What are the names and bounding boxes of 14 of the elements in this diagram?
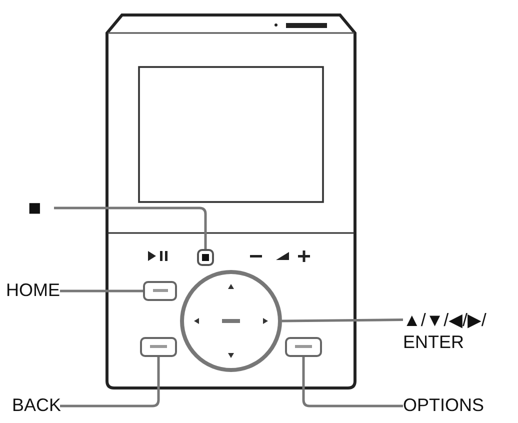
callout-label: ▲/▼/◀/▶/ ENTER xyxy=(403,309,515,363)
callout-label: HOME xyxy=(6,279,60,303)
leader-line xyxy=(282,318,404,322)
back-button xyxy=(140,337,177,357)
callout-label: OPTIONS xyxy=(403,394,483,418)
callout-label: BACK xyxy=(12,394,60,418)
leader-line xyxy=(60,357,160,408)
stop-button xyxy=(197,249,214,266)
options-button xyxy=(285,337,322,357)
home-button xyxy=(143,281,177,301)
leader-line xyxy=(60,290,143,292)
leader-line xyxy=(302,357,403,408)
leader-line xyxy=(54,206,207,249)
callout-label: ■ xyxy=(28,196,54,220)
